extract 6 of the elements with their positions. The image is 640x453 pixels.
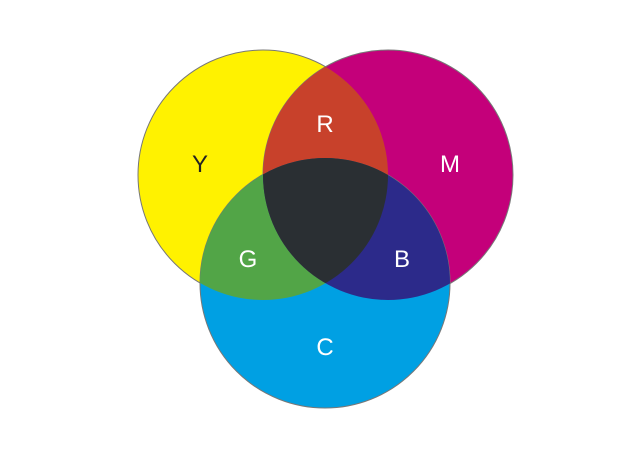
- overlap-letter: R: [316, 113, 334, 137]
- circle-letter: C: [316, 336, 334, 360]
- circle-letter: M: [440, 153, 460, 177]
- circle-letter: Y: [192, 153, 208, 177]
- overlap-letter: G: [238, 248, 258, 272]
- overlap-letter: B: [394, 248, 410, 272]
